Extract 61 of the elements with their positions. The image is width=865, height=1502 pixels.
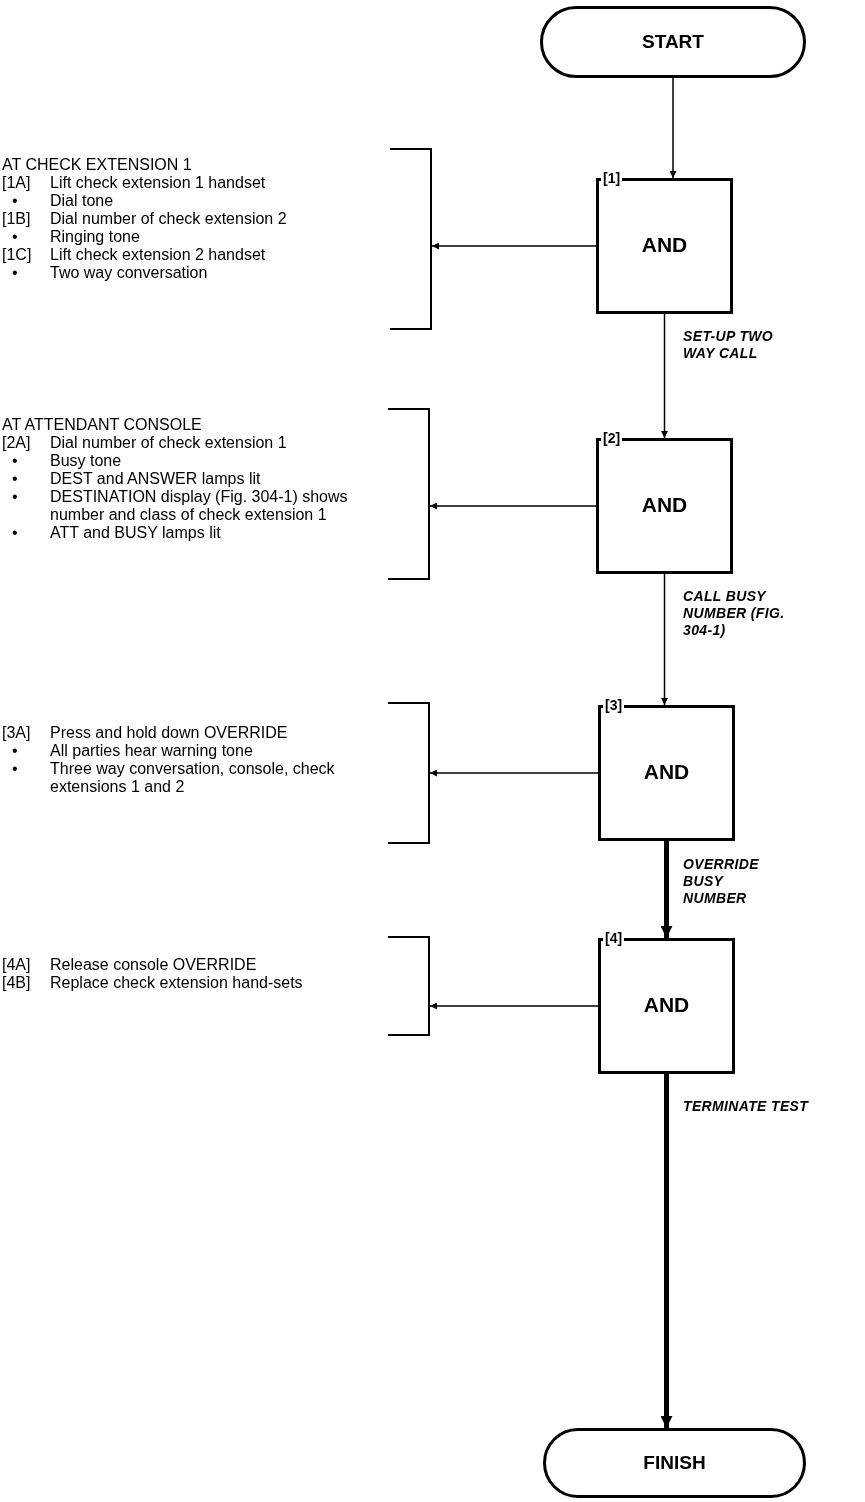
step-marker: [1B]	[1, 210, 32, 228]
step-text: Busy tone	[50, 452, 123, 470]
note-heading: AT ATTENDANT CONSOLE	[1, 416, 203, 434]
step-number: [4]	[603, 930, 625, 946]
terminal-node: START	[540, 6, 806, 78]
step-text: Dial number of check extension 1	[50, 434, 288, 452]
arrow	[661, 313, 668, 439]
bracket-note	[0, 148, 432, 330]
arrow	[660, 841, 673, 938]
step-marker: •	[11, 452, 19, 470]
step-text: Dial number of check extension 2	[50, 210, 288, 228]
step-text: Dial tone	[50, 192, 115, 210]
step-text: DEST and ANSWER lamps lit	[50, 470, 262, 488]
step-text: Three way conversation, console, check extensions 1 and 2	[50, 760, 336, 796]
step-text: Press and hold down OVERRIDE	[50, 724, 289, 742]
gate-label: AND	[642, 760, 691, 784]
step-text: Replace check extension hand-sets	[50, 974, 304, 992]
step-text: All parties hear warning tone	[50, 742, 254, 760]
arrow	[661, 573, 668, 706]
edge-label: CALL BUSY NUMBER (FIG. 304-1)	[683, 588, 786, 639]
terminal-node: FINISH	[543, 1428, 806, 1498]
step-marker: [2A]	[1, 434, 32, 452]
step-text: DESTINATION display (Fig. 304-1) shows number and class of check extension 1	[50, 488, 349, 524]
step-marker: •	[11, 470, 19, 488]
arrow	[431, 242, 597, 250]
step-marker: •	[11, 742, 19, 760]
step-marker: [4B]	[1, 974, 32, 992]
step-marker: •	[11, 760, 19, 779]
gate-label: AND	[640, 233, 689, 257]
edge-label: OVERRIDE BUSY NUMBER	[683, 856, 760, 907]
arrow	[429, 502, 597, 510]
step-number: [1]	[601, 170, 623, 186]
step-marker: •	[11, 228, 19, 246]
step-text: Two way conversation	[50, 264, 209, 282]
step-marker: •	[11, 264, 19, 282]
gate-label: AND	[640, 493, 689, 517]
step-text: Ringing tone	[50, 228, 141, 246]
step-marker: •	[11, 524, 19, 542]
step-marker: •	[11, 488, 19, 507]
arrow	[660, 1074, 673, 1428]
edge-label: TERMINATE TEST	[683, 1098, 810, 1115]
step-text: Release console OVERRIDE	[50, 956, 258, 974]
arrow	[669, 77, 677, 179]
bracket-note	[0, 936, 430, 1036]
note-heading: AT CHECK EXTENSION 1	[1, 156, 193, 174]
bracket-note	[0, 702, 430, 844]
step-number: [2]	[601, 430, 623, 446]
edge-label: SET-UP TWO WAY CALL	[683, 328, 775, 362]
step-marker: [4A]	[1, 956, 32, 974]
arrow	[429, 1002, 599, 1010]
gate-label: AND	[642, 993, 691, 1017]
arrow	[429, 769, 599, 777]
bracket-note	[0, 408, 430, 580]
step-marker: [1C]	[1, 246, 33, 264]
step-marker: [1A]	[1, 174, 32, 192]
step-text: ATT and BUSY lamps lit	[50, 524, 222, 542]
step-number: [3]	[603, 697, 625, 713]
step-text: Lift check extension 1 handset	[50, 174, 267, 192]
step-marker: [3A]	[1, 724, 32, 742]
step-marker: •	[11, 192, 19, 210]
step-text: Lift check extension 2 handset	[50, 246, 267, 264]
